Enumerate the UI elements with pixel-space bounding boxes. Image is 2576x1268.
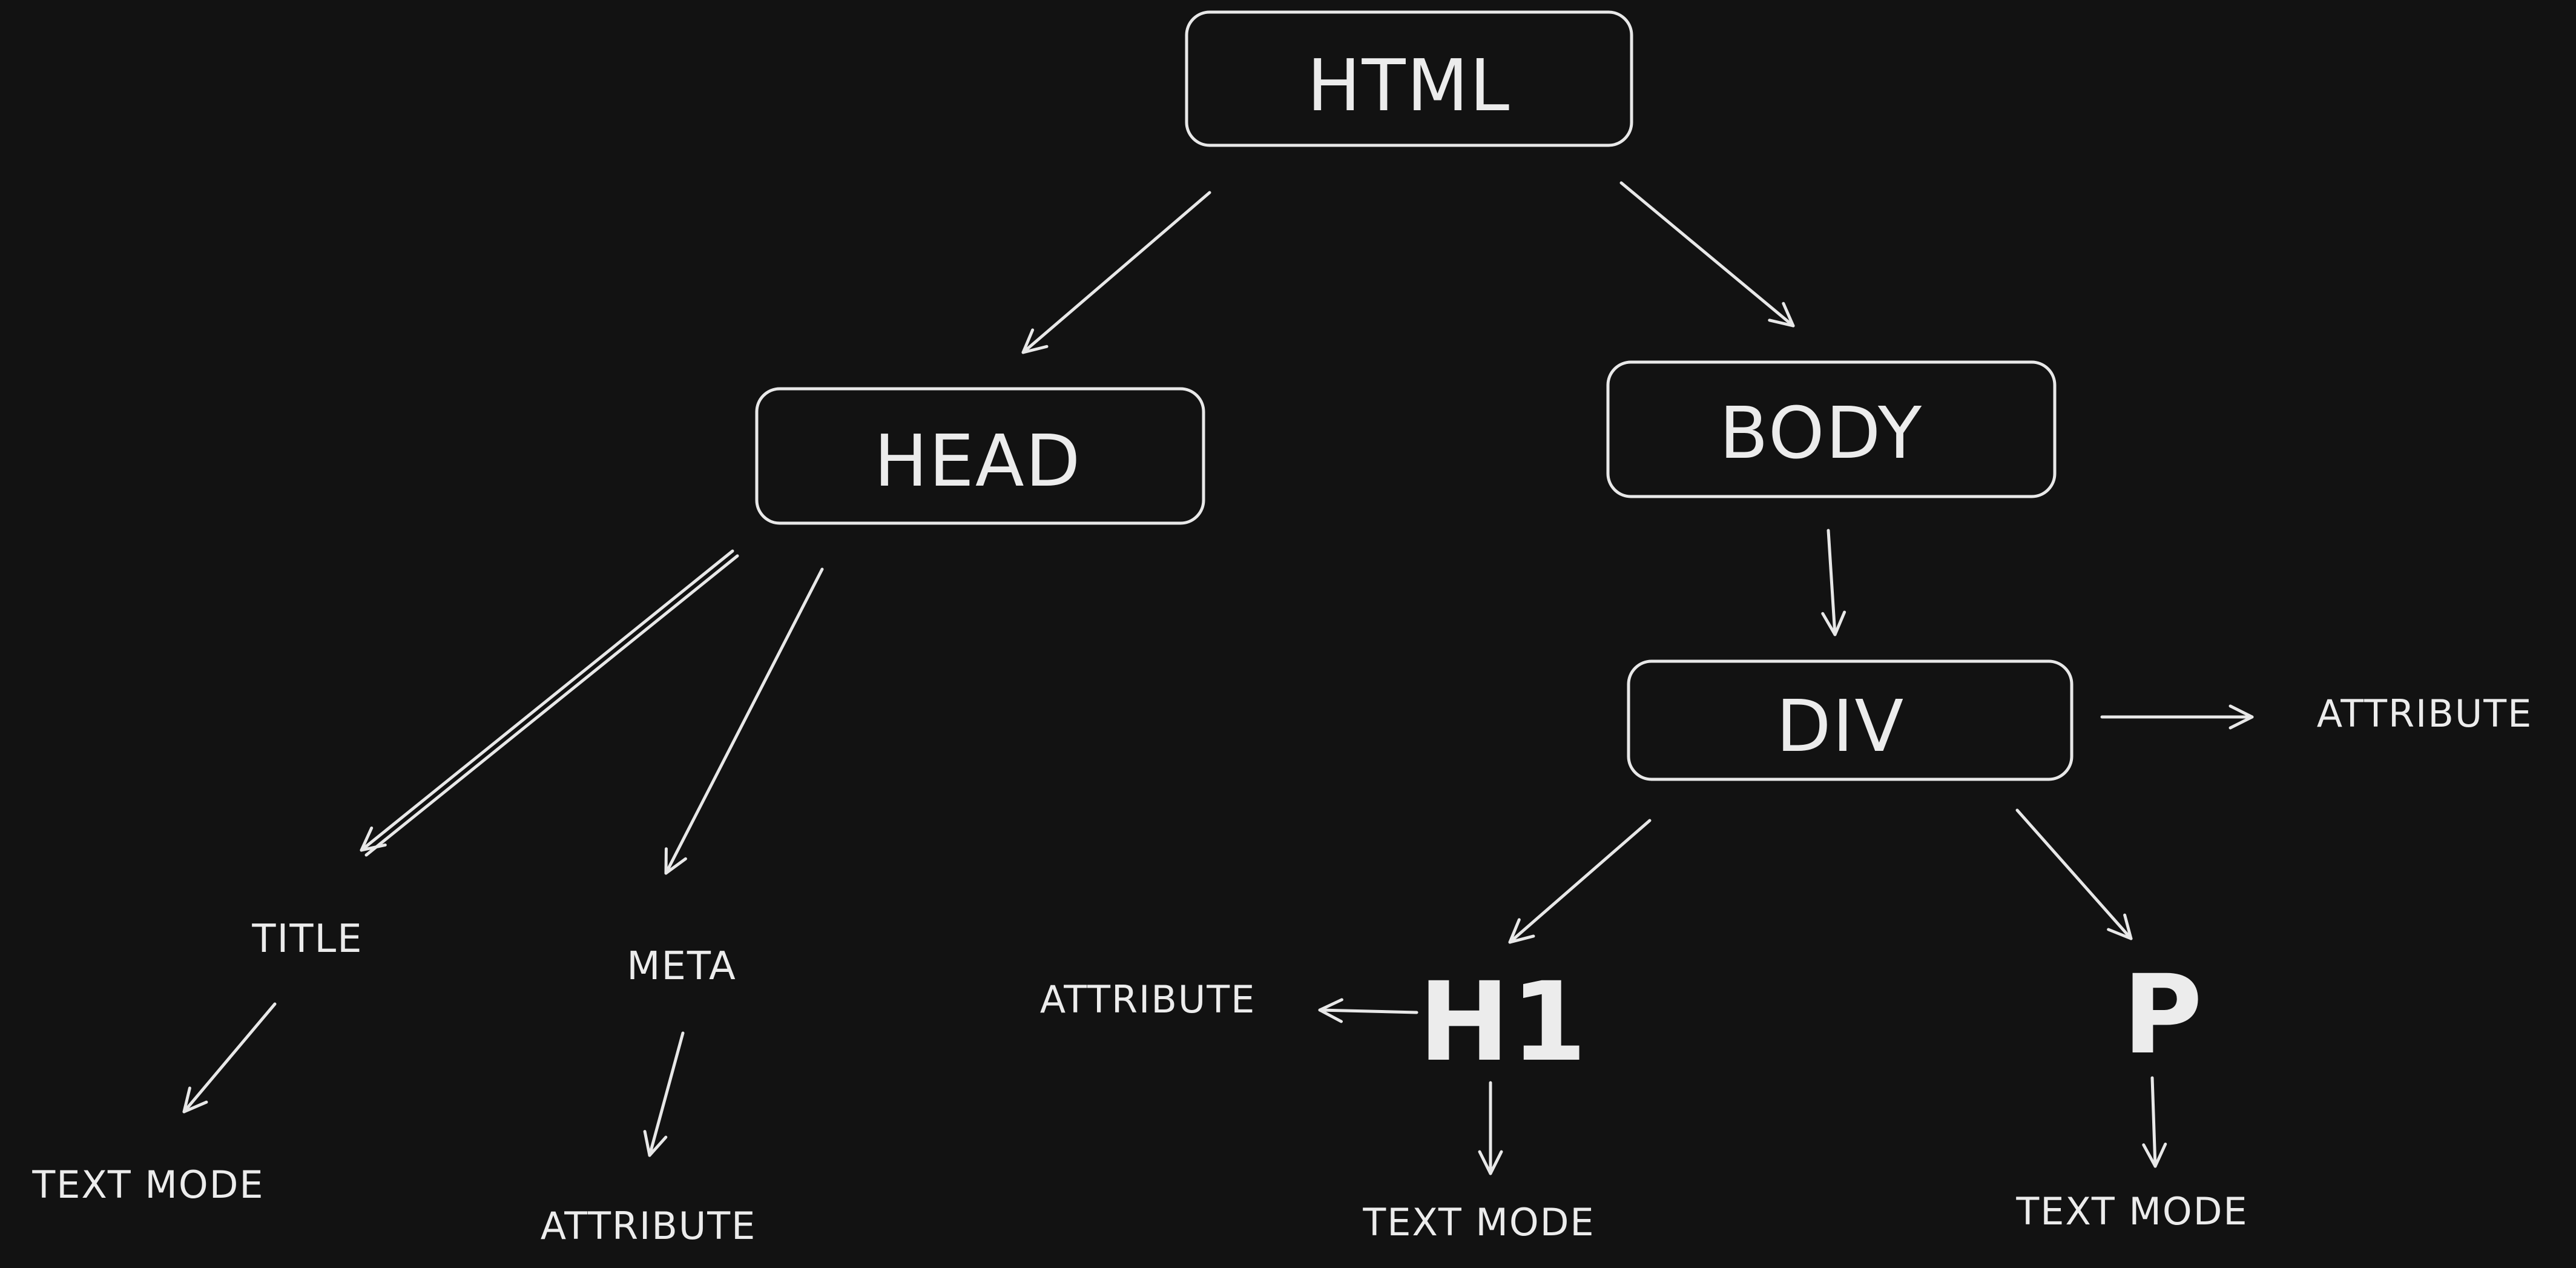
edge-h1-to-attribute (1318, 998, 1418, 1023)
meta-attribute-label: ATTRIBUTE (541, 1204, 757, 1248)
h1-attribute-label: ATTRIBUTE (1040, 977, 1256, 1022)
p-text-mode-label: TEXT MODE (2015, 1189, 2248, 1233)
div-node-box (1627, 659, 2074, 781)
edge-head-to-title (360, 549, 734, 852)
edge-meta-to-attribute (643, 1031, 685, 1157)
div-attribute-label: ATTRIBUTE (2317, 692, 2533, 736)
edge-div-to-h1 (1508, 819, 1652, 944)
edge-head-to-meta (664, 567, 824, 875)
body-node-label: BODY (1719, 391, 1923, 475)
edge-head-to-title-double (364, 554, 739, 857)
title-node-label: TITLE (251, 917, 363, 962)
p-node-label: P (2123, 952, 2204, 1078)
div-node-label: DIV (1776, 684, 1905, 768)
html-node-box (1185, 10, 1633, 147)
title-text-mode-label: TEXT MODE (31, 1163, 264, 1207)
edge-body-to-div (1821, 529, 1846, 636)
h1-node-label: H1 (1418, 959, 1588, 1086)
h1-text-mode-label: TEXT MODE (1362, 1200, 1595, 1244)
edge-html-to-head (1021, 191, 1211, 354)
html-node-label: HTML (1307, 44, 1510, 127)
head-node-label: HEAD (874, 419, 1082, 503)
meta-node-label: META (627, 944, 737, 989)
body-node-box (1606, 360, 2057, 498)
edge-title-to-text-mode (182, 1002, 277, 1114)
edge-p-to-text-mode (2142, 1076, 2167, 1168)
edge-div-to-p (2015, 808, 2133, 940)
head-node-box (755, 387, 1205, 525)
edge-html-to-body (1619, 181, 1795, 328)
